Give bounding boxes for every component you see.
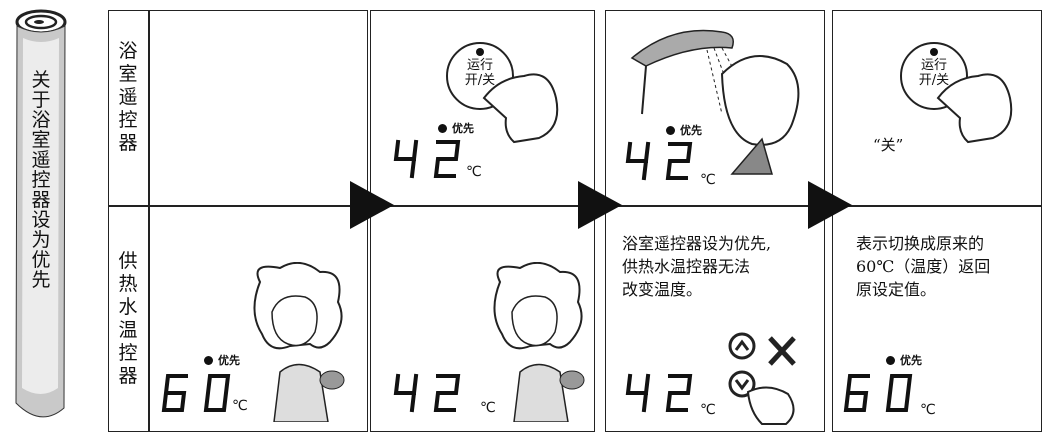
priority-label: 优先 <box>218 354 240 367</box>
seven-seg-42 <box>625 373 693 413</box>
woman-illustration <box>253 262 345 422</box>
panel-1 <box>108 10 368 432</box>
run-button-illustration <box>446 42 559 144</box>
temp-unit: ℃ <box>232 398 248 414</box>
seven-seg-42 <box>393 373 461 413</box>
panel-4-divider-h <box>832 205 1042 207</box>
up-down-buttons-illustration <box>728 332 796 425</box>
shower-boy-illustration <box>630 29 800 175</box>
temp-display <box>160 372 240 420</box>
temp-display <box>390 138 470 186</box>
woman-illustration <box>493 262 585 422</box>
row-label-supply: 供热水温控器 <box>118 250 138 387</box>
run-button-label: 运行 开/关 <box>464 58 496 88</box>
panel-1-divider-h <box>108 205 368 207</box>
priority-indicator: 优先 <box>204 352 240 368</box>
title-scroll: 关于浴室遥控器设为优先 <box>6 8 76 422</box>
run-button-label: 运行 开/关 <box>918 58 950 88</box>
priority-indicator: 优先 <box>666 122 702 138</box>
off-quote: “关” <box>873 136 904 154</box>
temp-unit: ℃ <box>466 164 482 180</box>
flow-arrow-icon <box>578 181 622 229</box>
temp-display <box>842 372 922 420</box>
panel-3-divider-h <box>605 205 825 207</box>
seven-seg-60 <box>161 374 231 412</box>
panel-2-divider-h <box>370 205 595 207</box>
seven-seg-42 <box>393 139 461 179</box>
priority-label: 优先 <box>452 122 474 135</box>
temp-unit: ℃ <box>700 402 716 418</box>
run-button-illustration <box>900 42 1013 144</box>
scroll-title: 关于浴室遥控器设为优先 <box>31 69 51 291</box>
priority-label: 优先 <box>900 354 922 367</box>
priority-indicator: 优先 <box>886 352 922 368</box>
priority-indicator: 优先 <box>438 120 474 136</box>
seven-seg-42 <box>625 141 693 181</box>
scroll-graphic <box>15 9 67 418</box>
temp-unit: ℃ <box>480 400 496 416</box>
temp-display <box>390 372 470 420</box>
flow-arrow-icon <box>808 181 852 229</box>
return-note: 表示切换成原来的 60℃（温度）返回 原设定值。 <box>856 234 991 299</box>
panel-1-divider-v <box>148 10 150 432</box>
temp-unit: ℃ <box>920 402 936 418</box>
priority-note: 浴室遥控器设为优先, 供热水温控器无法 改变温度。 <box>622 234 772 299</box>
seven-seg-60 <box>843 374 913 412</box>
temp-display <box>622 372 702 420</box>
temp-unit: ℃ <box>700 172 716 188</box>
flow-arrow-icon <box>350 181 394 229</box>
temp-display <box>622 140 702 188</box>
priority-label: 优先 <box>680 124 702 137</box>
row-label-bathroom: 浴室遥控器 <box>118 40 138 154</box>
